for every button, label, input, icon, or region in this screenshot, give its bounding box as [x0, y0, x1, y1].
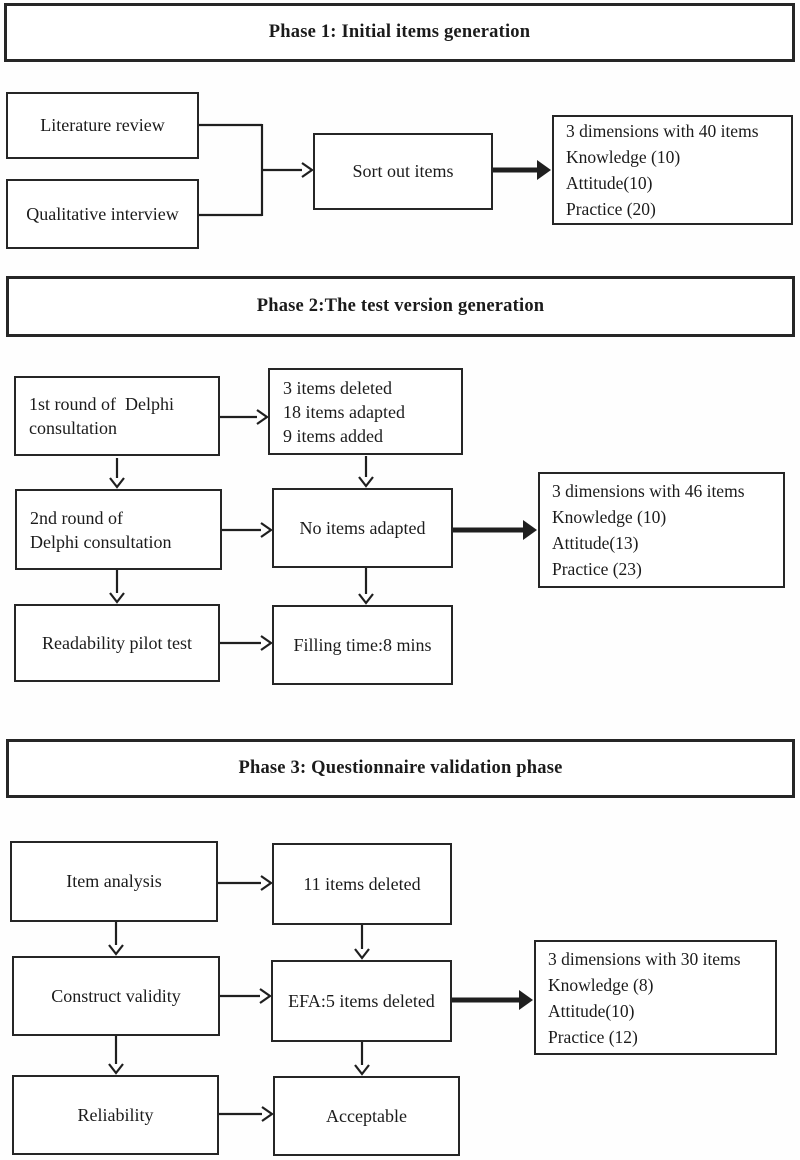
round1-outcome-line3: 9 items added [283, 425, 383, 446]
phase1-title: Phase 1: Initial items generation [268, 21, 531, 42]
efa-box: EFA:5 items deleted [271, 960, 452, 1042]
phase3-header: Phase 3: Questionnaire validation phase [6, 739, 795, 798]
item-analysis-box: Item analysis [10, 841, 218, 922]
readability-pilot-test-box: Readability pilot test [14, 604, 220, 682]
round1-outcome-line1: 3 items deleted [283, 377, 392, 398]
phase2-result-line4: Practice (23) [552, 559, 642, 579]
phase3-title: Phase 3: Questionnaire validation phase [238, 757, 563, 778]
phase1-result-box: 3 dimensions with 40 items Knowledge (10… [552, 115, 793, 225]
phase3-result-line2: Knowledge (8) [548, 974, 654, 995]
round1-outcome-line2: 18 items adapted [283, 401, 405, 422]
phase3-result-line3: Attitude(10) [548, 1000, 635, 1021]
phase1-result-line4: Practice (20) [566, 199, 656, 219]
phase2-result-line2: Knowledge (10) [552, 507, 667, 527]
construct-validity-box: Construct validity [12, 956, 220, 1036]
phase2-result-line1: 3 dimensions with 46 items [552, 481, 745, 501]
item-analysis-label: Item analysis [66, 871, 162, 892]
phase2-title: Phase 2:The test version generation [256, 295, 545, 316]
delphi-round1-text: 1st round of Delphi consultation [29, 392, 174, 440]
literature-review-label: Literature review [40, 115, 165, 136]
filling-time-label: Filling time:8 mins [293, 634, 432, 655]
phase3-result-box: 3 dimensions with 30 items Knowledge (8)… [534, 940, 777, 1055]
items-deleted-box: 11 items deleted [272, 843, 452, 925]
phase3-result-text: 3 dimensions with 30 items Knowledge (8)… [548, 946, 741, 1050]
round1-outcome-box: 3 items deleted 18 items adapted 9 items… [268, 368, 463, 455]
efa-label: EFA:5 items deleted [288, 990, 435, 1011]
no-items-adapted-box: No items adapted [272, 488, 453, 568]
phase3-result-line1: 3 dimensions with 30 items [548, 948, 741, 969]
qualitative-interview-box: Qualitative interview [6, 179, 199, 249]
items-deleted-label: 11 items deleted [303, 873, 421, 894]
acceptable-label: Acceptable [326, 1105, 407, 1126]
qualitative-interview-label: Qualitative interview [26, 203, 179, 224]
reliability-box: Reliability [12, 1075, 219, 1155]
delphi-round1-line2: consultation [29, 418, 117, 438]
phase3-result-line4: Practice (12) [548, 1026, 638, 1047]
delphi-round2-line1: 2nd round of [30, 507, 123, 528]
delphi-round1-line1: 1st round of Delphi [29, 394, 174, 414]
acceptable-box: Acceptable [273, 1076, 460, 1156]
reliability-label: Reliability [77, 1104, 154, 1125]
no-items-adapted-label: No items adapted [299, 517, 426, 538]
phase1-result-line2: Knowledge (10) [566, 147, 681, 167]
phase1-result-line1: 3 dimensions with 40 items [566, 121, 759, 141]
sort-out-items-label: Sort out items [352, 161, 454, 182]
delphi-round2-line2: Delphi consultation [30, 531, 172, 552]
phase1-header: Phase 1: Initial items generation [4, 3, 795, 62]
readability-pilot-test-label: Readability pilot test [42, 632, 192, 653]
literature-review-box: Literature review [6, 92, 199, 159]
delphi-round1-box: 1st round of Delphi consultation [14, 376, 220, 456]
phase2-header: Phase 2:The test version generation [6, 276, 795, 337]
sort-out-items-box: Sort out items [313, 133, 493, 210]
phase1-result-text: 3 dimensions with 40 items Knowledge (10… [566, 118, 759, 222]
phase2-result-line3: Attitude(13) [552, 533, 639, 553]
delphi-round2-box: 2nd round of Delphi consultation [15, 489, 222, 570]
delphi-round2-text: 2nd round of Delphi consultation [30, 506, 171, 554]
phase2-result-box: 3 dimensions with 46 items Knowledge (10… [538, 472, 785, 588]
phase2-result-text: 3 dimensions with 46 items Knowledge (10… [552, 478, 745, 582]
phase1-result-line3: Attitude(10) [566, 173, 653, 193]
construct-validity-label: Construct validity [51, 985, 181, 1006]
filling-time-box: Filling time:8 mins [272, 605, 453, 685]
round1-outcome-text: 3 items deleted 18 items adapted 9 items… [283, 376, 405, 448]
